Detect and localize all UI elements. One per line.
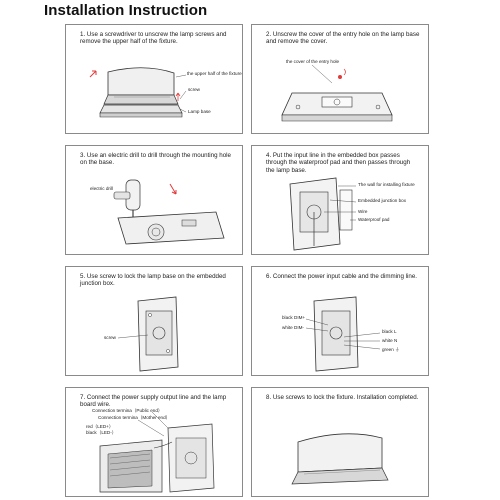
wall-box-drawing: [289, 177, 353, 251]
step-8-illustration: [291, 433, 389, 485]
step-8-text: 8. Use screws to lock the fixture. Insta…: [266, 394, 419, 401]
step-1-illustration: the upper half of the fixture screw Lamp…: [89, 67, 242, 118]
label-white-n: white N: [382, 338, 397, 343]
step-7-text: 7. Connect the power supply output line …: [80, 394, 227, 409]
label-screw: screw: [188, 87, 201, 92]
step-5-illustration: screw: [104, 296, 179, 372]
label-terminal-mother: Connection termina（Mother end）: [98, 415, 170, 420]
lamp-board-drawing: [99, 439, 163, 493]
label-black-dim: black DIM+: [282, 315, 305, 320]
wiring-box-drawing: [313, 296, 359, 372]
step-4-illustration: The wall for installing fixture Embedded…: [289, 177, 415, 251]
step-2-text: 2. Unscrew the cover of the entry hole o…: [266, 31, 420, 46]
completed-fixture-drawing: [291, 433, 389, 485]
label-upper-half: the upper half of the fixture: [187, 71, 242, 76]
step-7-panel: 7. Connect the power supply output line …: [65, 387, 243, 497]
step-2-illustration: the cover of the entry hole: [281, 59, 393, 122]
step-3-text: 3. Use an electric drill to drill throug…: [80, 152, 231, 167]
base-on-box-drawing: [137, 296, 179, 372]
step-6-panel: 6. Connect the power input cable and the…: [251, 266, 429, 376]
base-box-drawing-7: [167, 423, 215, 493]
label-black-wire: black（LED-）: [86, 430, 116, 435]
cover-screw-marker: [338, 75, 342, 79]
step-3-illustration: electric drill: [90, 179, 225, 245]
step-6-text: 6. Connect the power input cable and the…: [266, 273, 417, 280]
step-5-panel: 5. Use screw to lock the lamp base on th…: [65, 266, 243, 376]
step-7-illustration: Connection termina（Public end） Connectio…: [86, 408, 215, 493]
step-5-text: 5. Use screw to lock the lamp base on th…: [80, 273, 226, 288]
label-red-wire: red（LED+）: [86, 424, 113, 429]
label-lamp-base: Lamp base: [188, 109, 211, 114]
step-3-panel: 3. Use an electric drill to drill throug…: [65, 145, 243, 255]
label-wall: The wall for installing fixture: [358, 182, 415, 187]
fixture-upper-half-drawing: [103, 67, 179, 105]
step-8-panel: 8. Use screws to lock the fixture. Insta…: [251, 387, 429, 497]
label-waterproof-pad: Waterproof pad: [358, 217, 390, 222]
lamp-base-drawing: [99, 104, 183, 118]
label-screw-5: screw: [104, 335, 117, 340]
step-4-panel: 4. Put the input line in the embedded bo…: [251, 145, 429, 255]
step-4-text: 4. Put the input line in the embedded bo…: [266, 152, 411, 174]
label-green: green ⏚: [382, 346, 400, 352]
label-white-dim: white DIM-: [282, 325, 304, 330]
label-entry-cover: the cover of the entry hole: [286, 59, 340, 64]
label-junction-box: Embedded junction box: [358, 198, 407, 203]
step-1-text: 1. Use a screwdriver to unscrew the lamp…: [80, 31, 227, 46]
step-1-panel: 1. Use a screwdriver to unscrew the lamp…: [65, 24, 243, 134]
label-black-l: black L: [382, 329, 397, 334]
label-terminal-public: Connection termina（Public end）: [92, 408, 162, 413]
label-wire: Wire: [358, 209, 368, 214]
step-2-panel: 2. Unscrew the cover of the entry hole o…: [251, 24, 429, 134]
lamp-base-top-drawing: [281, 92, 393, 122]
page-title: Installation Instruction: [44, 2, 208, 19]
base-plate-drawing: [117, 211, 225, 245]
label-electric-drill: electric drill: [90, 186, 113, 191]
step-6-illustration: black DIM+ white DIM- black L white N gr…: [282, 296, 400, 372]
